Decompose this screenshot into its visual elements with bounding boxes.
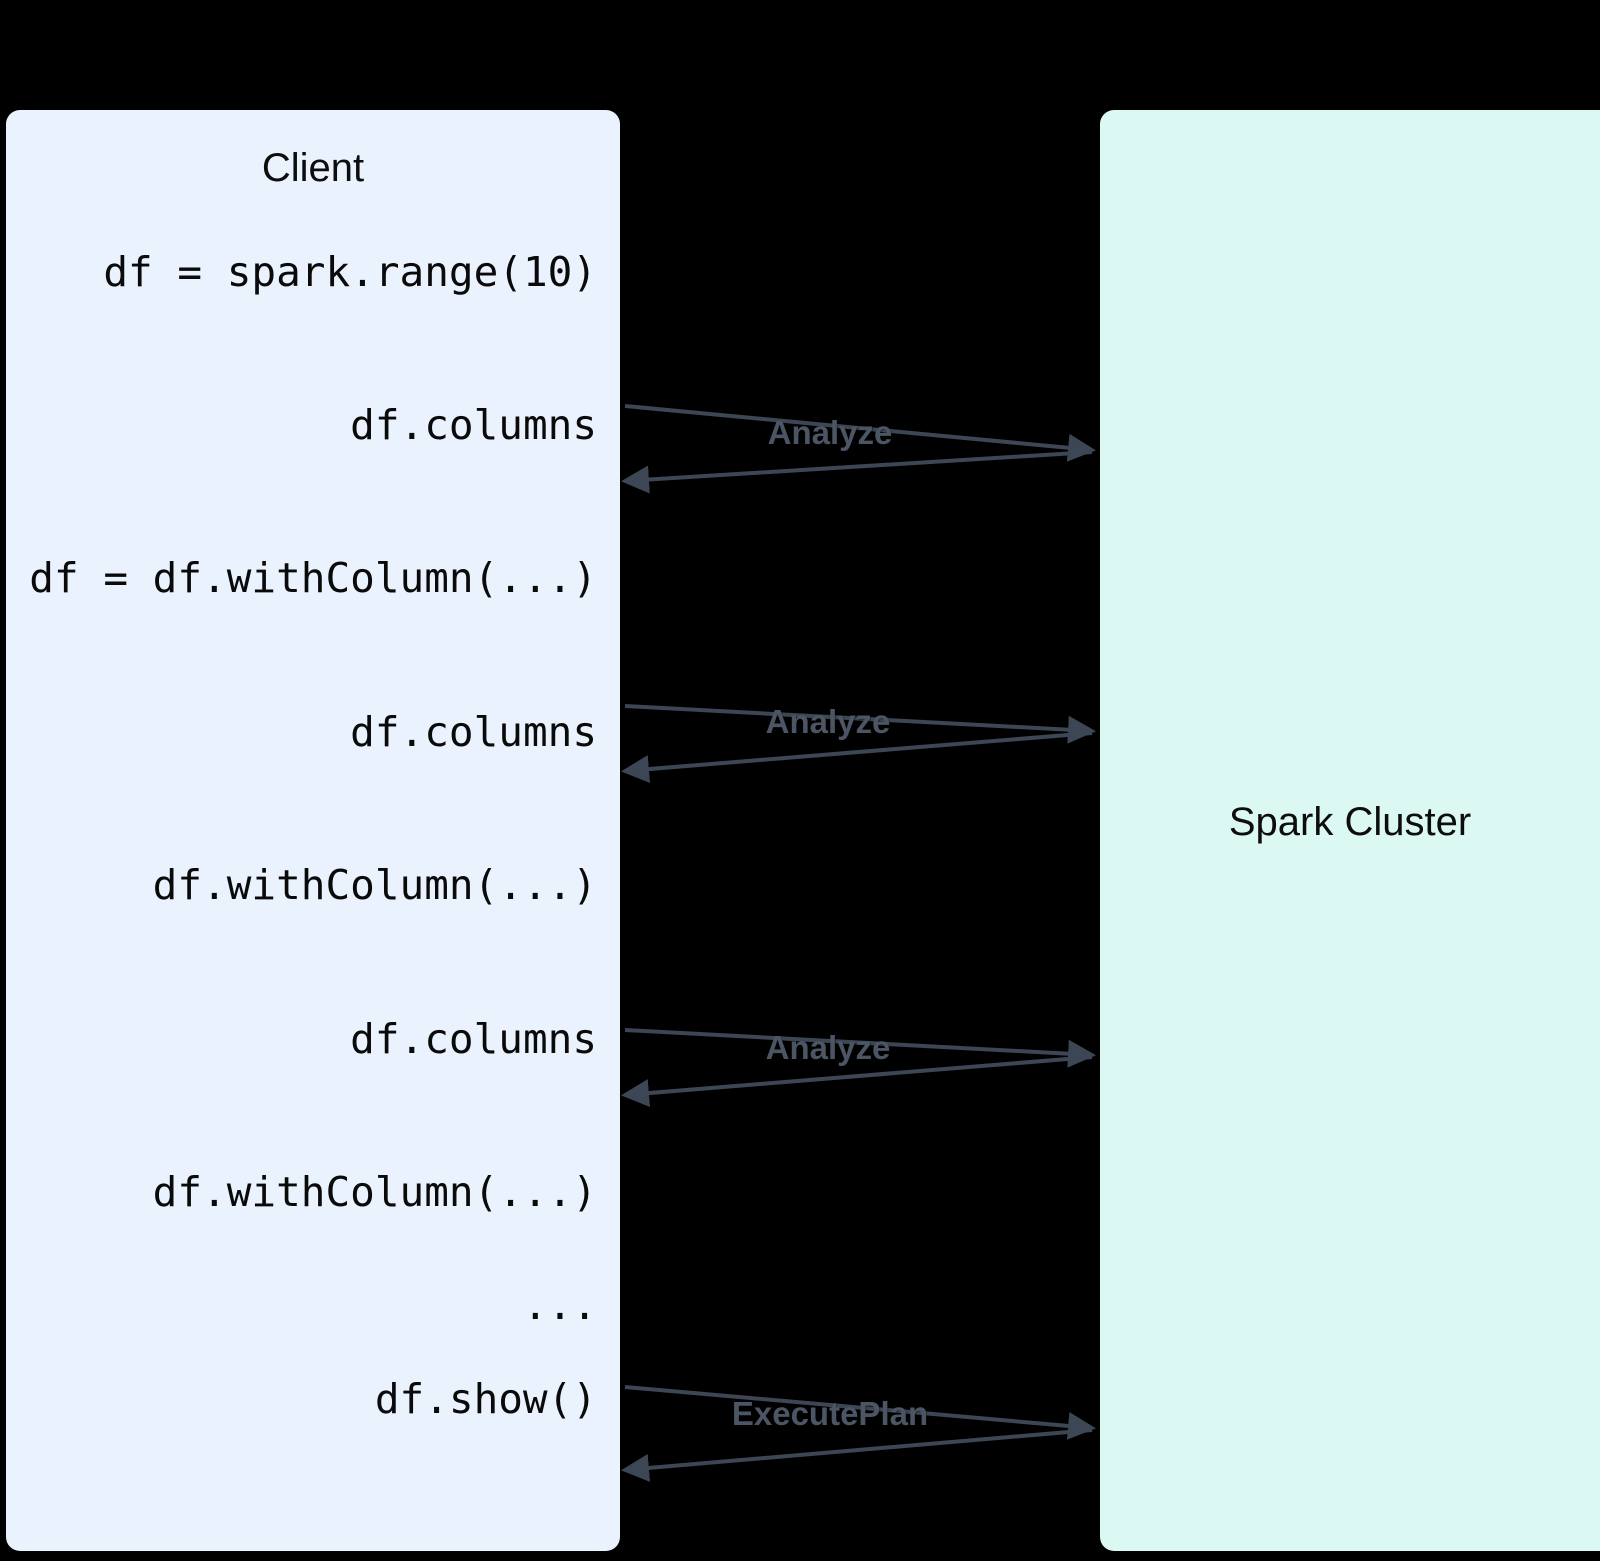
arrow-label: ExecutePlan: [731, 1395, 929, 1432]
spark-cluster-panel-title: Spark Cluster: [1228, 800, 1472, 844]
client-code-line: df.columns: [350, 401, 597, 449]
client-code-line: df.columns: [350, 1015, 597, 1063]
client-code-line: df.columns: [350, 708, 597, 756]
client-code-line: ...: [522, 1281, 597, 1329]
arrow-label: Analyze: [765, 1029, 891, 1066]
arrow-line: [621, 1428, 1093, 1482]
client-code-line: df = spark.range(10): [103, 248, 597, 296]
client-code-line: df.withColumn(...): [152, 861, 597, 909]
client-panel: Client df = spark.range(10) df.columns df …: [6, 110, 620, 1551]
client-code-line: df.show(): [374, 1375, 597, 1423]
client-code-line: df.withColumn(...): [152, 1168, 597, 1216]
spark-cluster-panel: Spark Cluster: [1100, 110, 1600, 1551]
arrow-label: Analyze: [765, 703, 891, 740]
arrow-line: [621, 450, 1093, 494]
arrow-label: Analyze: [767, 414, 893, 451]
client-panel-title: Client: [261, 146, 365, 190]
client-code-line: df = df.withColumn(...): [29, 554, 597, 602]
